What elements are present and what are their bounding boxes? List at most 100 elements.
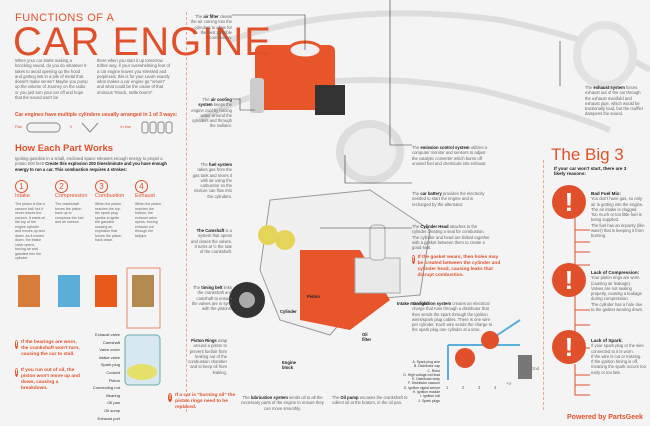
piston-diagrams (18, 267, 161, 386)
callout-exhaust: The exhaust system forces exhaust out of… (585, 85, 644, 117)
part-name: car battery (420, 191, 442, 196)
part-text: encases the crankshaft to collect oil at… (332, 395, 408, 406)
part-text: cleans the air coming into the cylinders… (190, 14, 232, 41)
how-text: Igniting gasoline in a small, enclosed s… (15, 156, 175, 172)
stroke-name: Exhaust (135, 193, 155, 199)
reason-item: The fuel has an impurity (like water) th… (591, 222, 645, 239)
reason-item: You don't have gas, so only air is getti… (591, 196, 644, 207)
part-name: exhaust system (593, 85, 625, 90)
label-oil-filter: Oil filter (362, 332, 372, 343)
warning-icon: ! (412, 255, 415, 264)
warning-text: If a car is "burning oil" the piston rin… (175, 393, 236, 410)
ignition-cyl-2: 2 (462, 385, 465, 390)
part-text: is a system that opens and closes the va… (190, 228, 232, 255)
ignition-diagram (447, 319, 532, 380)
ignition-plus-v: +V (506, 381, 512, 386)
warning-text: If you run out of oil, the piston won't … (20, 368, 80, 391)
warning-burning-oil: !If a car is "burning oil" the piston ri… (168, 393, 238, 411)
legend-item: A. Spark plug wire (412, 360, 440, 364)
label-connecting-rod: Connecting rod (92, 385, 120, 391)
alert-icon: ! (552, 330, 586, 364)
stroke-number: 1 (15, 180, 28, 193)
reason-item: Valves are not sealing properly, causing… (591, 285, 642, 302)
stroke-text: When the piston reaches the bottom, the … (135, 202, 161, 238)
callout-cylinder-head: The Cylinder Head attaches to the cylind… (412, 224, 490, 251)
intro-col-2: there when you start it up tomorrow. Eit… (97, 58, 171, 95)
callout-ignition: The ignition system creates an electrica… (412, 301, 493, 333)
ignition-cyl-3: 3 (478, 385, 481, 390)
alert-icon: ! (552, 263, 586, 297)
legend-item: F. Distributor vacuum (408, 381, 440, 386)
part-text: keeps the engine cool by forcing water a… (191, 102, 232, 129)
cylinder-type-inline: In line (120, 124, 132, 129)
legend-item: G. Ignition signal sensor (403, 385, 440, 390)
divider-right (543, 160, 544, 410)
reason-item: Your piston rings are worn (causing air … (591, 275, 640, 286)
reason-item: If the ignition timing is off, meaning t… (591, 359, 646, 375)
part-text: attaches to the cylinder creating a seal… (412, 224, 490, 251)
callout-emission: The emission control system utilizes a c… (412, 145, 487, 166)
stroke-number: 2 (55, 180, 68, 193)
stroke-name: Intake (15, 193, 30, 199)
stroke-text: When the piston reaches the top, the spa… (95, 202, 122, 242)
reason-item: Too much or too little fuel is being sup… (591, 212, 642, 223)
label-oil-pan: Oil pan (107, 400, 120, 406)
legend-item: C. Rotor (427, 368, 440, 373)
part-name: lubrication system (250, 395, 288, 400)
stroke-number: 3 (95, 180, 108, 193)
callout-timing-belt: The timing belt links the crankshaft and… (191, 285, 232, 312)
callout-fuel-system: The fuel system takes gas from the gas t… (192, 162, 232, 199)
reason-item: The air intake is clogged. (591, 206, 638, 212)
part-name: timing belt (201, 285, 223, 290)
warning-icon: ! (15, 340, 19, 349)
part-text: sends oil to all the necessary parts of … (241, 395, 324, 411)
reason-title: Lack of Compression: (591, 270, 640, 275)
stroke-text: The crankshaft forces the piston back up… (55, 202, 84, 224)
stroke-text: The piston is like a cannon ball, but it… (15, 202, 45, 260)
callout-piston-rings: Piston Rings wrap around a piston to pre… (185, 338, 227, 375)
cylinder-type-flat: Flat (15, 124, 22, 129)
label-piston-engine: Piston (307, 294, 320, 299)
label-oil-sump: Oil sump (104, 407, 120, 413)
warning-text: If the gasket wears, then holes may be c… (417, 255, 501, 278)
label-piston: Piston (108, 377, 120, 383)
cylinder-layout-icons (26, 121, 173, 134)
callout-battery: The car battery provides the electricity… (412, 191, 485, 207)
part-name: Cylinder Head (420, 224, 449, 229)
main-engine (229, 189, 431, 336)
label-exhaust-valve: Exhaust valve (95, 332, 120, 337)
title-prefix: FUNCTIONS OF A (15, 12, 115, 24)
cylinder-type-v: V (69, 124, 73, 129)
legend-item: D. High voltage coil lead (403, 372, 440, 377)
stroke-name: Compression (55, 193, 88, 199)
cylinder-types: Flat V In line (15, 124, 131, 129)
label-coolant: Coolant (106, 369, 120, 375)
label-intake-valve: Intake valve (98, 354, 120, 360)
leader-lines (232, 0, 561, 229)
warning-gasket: !If the gasket wears, then holes may be … (412, 255, 502, 279)
part-text: forces exhaust out of the car through th… (585, 85, 644, 117)
legend-item: B. Distributor cap (413, 364, 440, 369)
alert-icon: ! (552, 185, 586, 219)
divider-left (186, 12, 187, 412)
legend-item: E. Distributor body (412, 377, 440, 382)
warning-text: If the bearings are worn, the crankshaft… (21, 340, 80, 357)
reason-spark: Lack of Spark: If your spark plug or the… (591, 338, 646, 375)
legend-item: H. Ignition module (412, 390, 440, 395)
legend-item: J. Spark plugs (418, 398, 441, 403)
big3-intro: If your car won't start, there are 3 lik… (554, 166, 627, 176)
stroke-name: Combustion (95, 193, 125, 199)
part-text: utilizes a computer monitor and sensors … (412, 145, 487, 166)
warning-icon: ! (168, 393, 173, 402)
callout-oil-pump: The Oil pump encases the crankshaft to c… (332, 395, 408, 406)
part-name: emission control system (420, 145, 470, 150)
part-text: links the crankshaft and camshaft to ens… (191, 285, 232, 312)
reason-connectors (574, 218, 590, 396)
ignition-cyl-4: 4 (494, 385, 497, 390)
